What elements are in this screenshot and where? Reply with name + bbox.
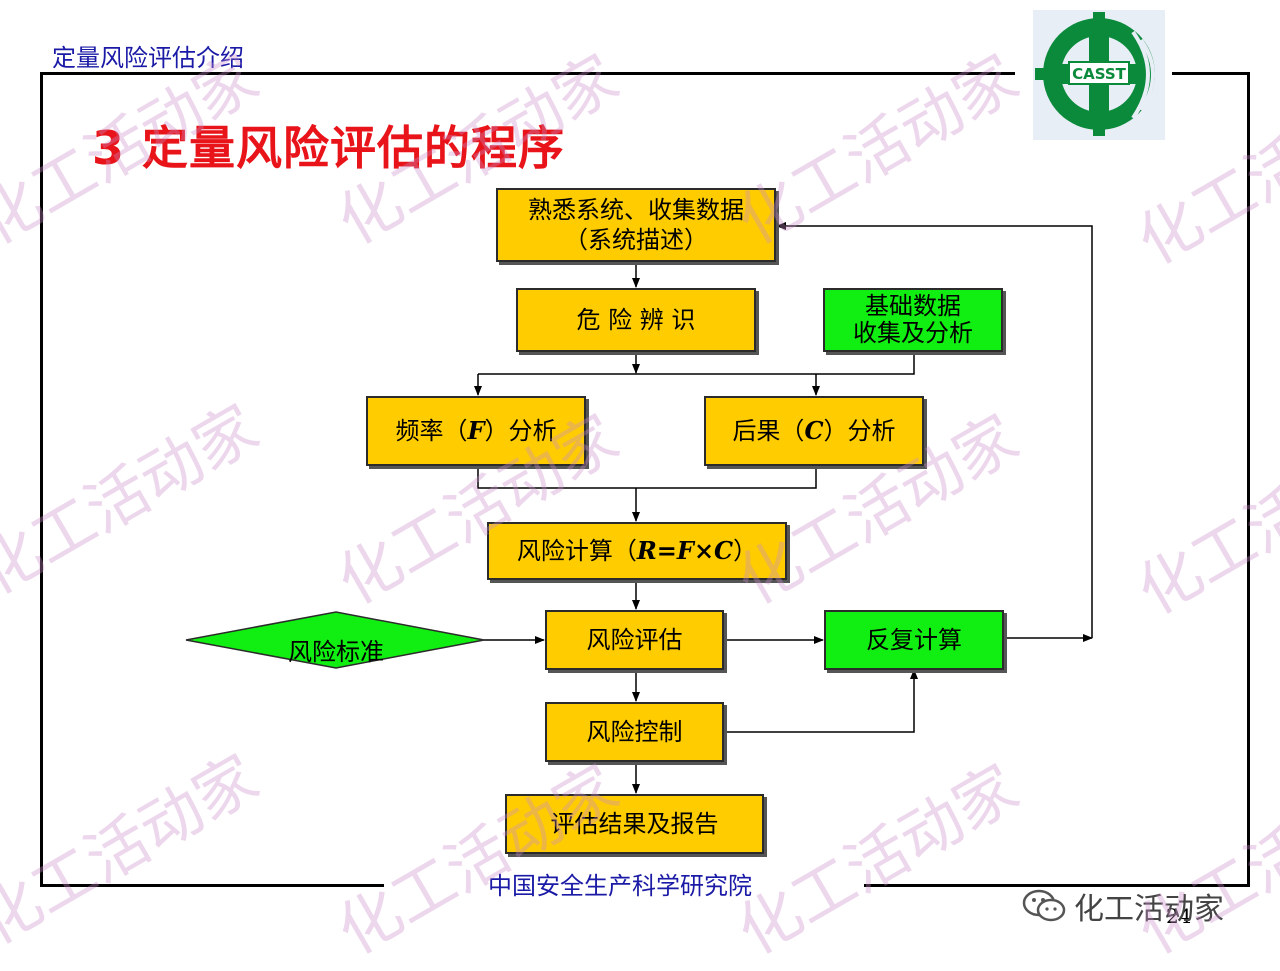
logo-text: CASST: [1072, 65, 1127, 83]
risk-assess-label: 风险评估: [586, 626, 683, 654]
frame-bottom-left: [40, 884, 384, 887]
arrow-control-to-recalc: [724, 669, 918, 733]
risk-calc-formula: R=F×C: [636, 536, 734, 565]
line-basedata-join: [478, 352, 915, 375]
frame-left: [40, 72, 43, 887]
footer-organization: 中国安全生产科学研究院: [488, 872, 752, 900]
section-title: 定量风险评估介绍: [52, 44, 244, 72]
page-title: 3 定量风险评估的程序: [92, 121, 566, 175]
frame-right: [1247, 72, 1250, 887]
familiarize-line2: （系统描述）: [564, 226, 708, 254]
familiarize-line1: 熟悉系统、收集数据: [528, 196, 744, 224]
arrow-feedback-loop: [776, 222, 1093, 638]
recalc-box: 反复计算: [824, 610, 1004, 670]
consequence-pre: 后果（: [732, 417, 805, 445]
risk-criteria-label: 风险标准: [288, 638, 384, 666]
frequency-post: ）分析: [484, 417, 557, 445]
line-analysis-merge: [477, 466, 817, 489]
wechat-brand-text: 化工活动家: [1074, 892, 1224, 927]
frame-top-left: [40, 72, 1015, 75]
hazard-id-label: 危 险 辨 识: [576, 306, 696, 334]
base-data-box: 基础数据 收集及分析: [823, 288, 1003, 352]
casst-logo: CASST: [1033, 10, 1165, 140]
hazard-id-box: 危 险 辨 识: [516, 288, 756, 352]
frame-bottom-right: [864, 884, 1250, 887]
risk-assess-box: 风险评估: [545, 610, 724, 670]
frequency-analysis-box: 频率（F）分析: [366, 396, 586, 466]
wechat-icon: [1022, 889, 1066, 923]
risk-control-box: 风险控制: [545, 702, 724, 762]
base-data-line1: 基础数据: [865, 292, 961, 320]
report-box: 评估结果及报告: [505, 794, 764, 854]
consequence-analysis-box: 后果（C）分析: [704, 396, 924, 466]
frequency-pre: 频率（: [395, 417, 468, 445]
frequency-var: F: [467, 416, 485, 445]
report-label: 评估结果及报告: [550, 810, 719, 838]
familiarize-box: 熟悉系统、收集数据 （系统描述）: [496, 188, 776, 262]
wechat-brand: 化工活动家: [1022, 884, 1224, 928]
consequence-post: ）分析: [823, 417, 896, 445]
risk-calc-pre: 风险计算（: [516, 537, 637, 565]
frame-top-right: [1172, 72, 1250, 75]
risk-criteria-diamond: [185, 611, 485, 669]
page-number: 24: [1166, 904, 1192, 928]
consequence-var: C: [804, 416, 824, 445]
risk-control-label: 风险控制: [586, 718, 683, 746]
risk-calc-post: ）: [733, 537, 758, 565]
recalc-label: 反复计算: [866, 626, 962, 654]
risk-calc-box: 风险计算（R=F×C）: [487, 522, 787, 580]
base-data-line2: 收集及分析: [853, 319, 973, 347]
